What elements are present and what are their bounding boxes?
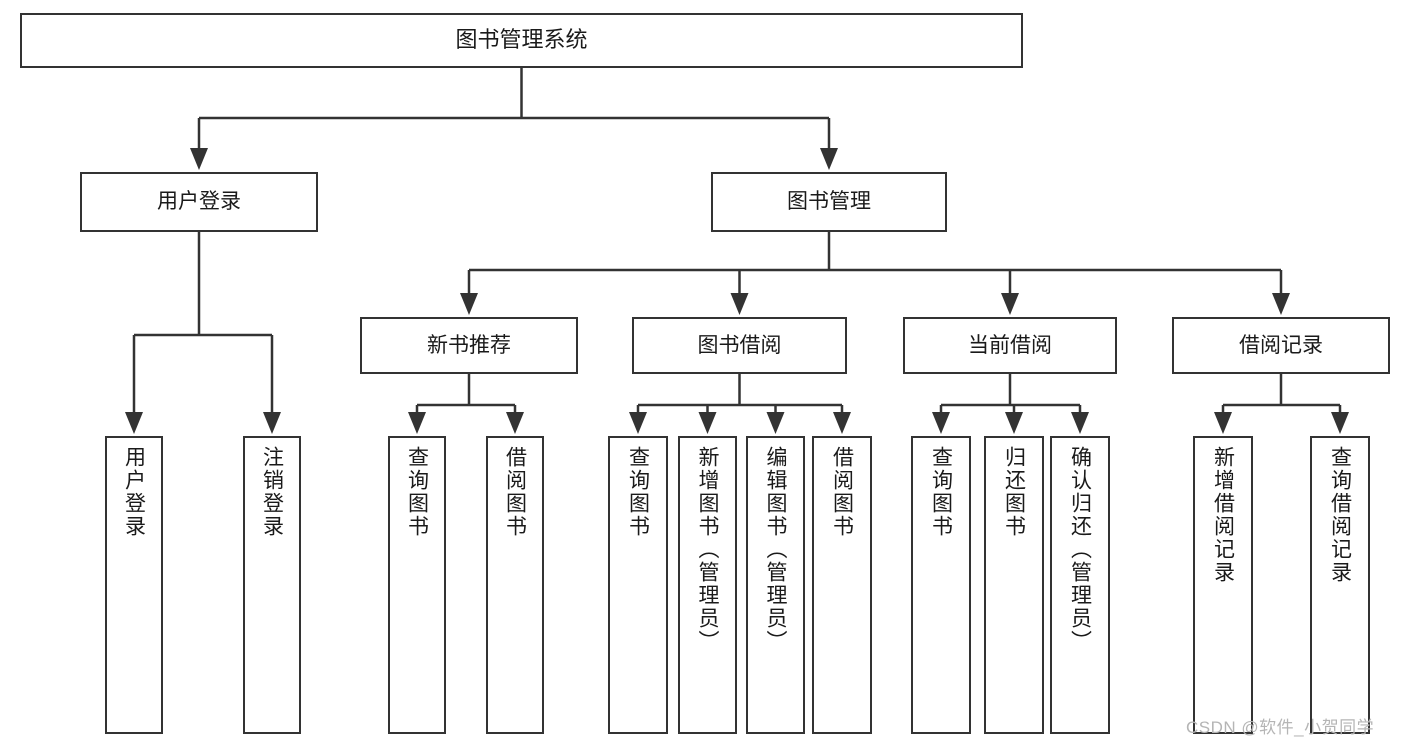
node-leaf-8[interactable]: 借阅图书 (812, 436, 872, 734)
arrow-icon-leaf-1 (125, 412, 143, 434)
node-leaf-13[interactable]: 查询借阅记录 (1310, 436, 1370, 734)
node-label: 新增借阅记录 (1211, 446, 1235, 584)
node-leaf-1[interactable]: 用户登录 (105, 436, 163, 734)
node-label: 借阅图书 (830, 446, 854, 538)
arrow-icon-current (1001, 293, 1019, 315)
node-label: 图书管理系统 (455, 27, 588, 53)
node-leaf-11[interactable]: 确认归还（管理员） (1050, 436, 1110, 734)
node-label: 新增图书（管理员） (696, 446, 719, 653)
node-label: 用户登录 (157, 190, 241, 214)
node-leaf-6[interactable]: 新增图书（管理员） (678, 436, 737, 734)
arrow-icon-leaf-9 (932, 412, 950, 434)
arrow-icon-bookmgmt (820, 148, 838, 170)
arrow-icon-record (1272, 293, 1290, 315)
node-label: 借阅图书 (503, 446, 527, 538)
node-label: 图书借阅 (697, 333, 782, 357)
node-root[interactable]: 图书管理系统 (20, 13, 1023, 68)
arrow-icon-leaf-11 (1071, 412, 1089, 434)
node-label: 确认归还（管理员） (1068, 446, 1092, 653)
arrow-icon-login (190, 148, 208, 170)
arrow-icon-leaf-6 (698, 412, 717, 434)
node-label: 借阅记录 (1239, 333, 1323, 357)
node-leaf-12[interactable]: 新增借阅记录 (1193, 436, 1253, 734)
node-label: 当前借阅 (968, 333, 1052, 357)
node-label: 新书推荐 (427, 333, 511, 357)
node-leaf-3[interactable]: 查询图书 (388, 436, 446, 734)
arrow-icon-leaf-10 (1005, 412, 1023, 434)
arrow-icon-leaf-8 (833, 412, 851, 434)
arrow-icon-leaf-13 (1331, 412, 1349, 434)
node-leaf-2[interactable]: 注销登录 (243, 436, 301, 734)
node-current[interactable]: 当前借阅 (903, 317, 1117, 374)
node-leaf-5[interactable]: 查询图书 (608, 436, 668, 734)
node-label: 查询借阅记录 (1328, 446, 1352, 584)
node-leaf-7[interactable]: 编辑图书（管理员） (746, 436, 805, 734)
node-bookmgmt[interactable]: 图书管理 (711, 172, 947, 232)
node-borrow[interactable]: 图书借阅 (632, 317, 847, 374)
arrow-icon-leaf-5 (629, 412, 647, 434)
node-label: 注销登录 (260, 446, 284, 538)
node-leaf-4[interactable]: 借阅图书 (486, 436, 544, 734)
node-newbook[interactable]: 新书推荐 (360, 317, 578, 374)
arrow-icon-leaf-12 (1214, 412, 1232, 434)
node-label: 图书管理 (787, 190, 871, 214)
arrow-icon-newbook (460, 293, 478, 315)
node-leaf-9[interactable]: 查询图书 (911, 436, 971, 734)
node-label: 查询图书 (929, 446, 953, 538)
node-label: 查询图书 (626, 446, 650, 538)
arrow-icon-leaf-3 (408, 412, 426, 434)
arrow-icon-leaf-4 (506, 412, 524, 434)
node-record[interactable]: 借阅记录 (1172, 317, 1390, 374)
node-label: 查询图书 (405, 446, 429, 538)
node-login[interactable]: 用户登录 (80, 172, 318, 232)
node-label: 编辑图书（管理员） (764, 446, 787, 653)
arrow-icon-leaf-2 (263, 412, 281, 434)
node-leaf-10[interactable]: 归还图书 (984, 436, 1044, 734)
node-label: 归还图书 (1002, 446, 1026, 538)
node-label: 用户登录 (122, 446, 146, 538)
arrow-icon-borrow (730, 293, 749, 315)
arrow-icon-leaf-7 (766, 412, 785, 434)
